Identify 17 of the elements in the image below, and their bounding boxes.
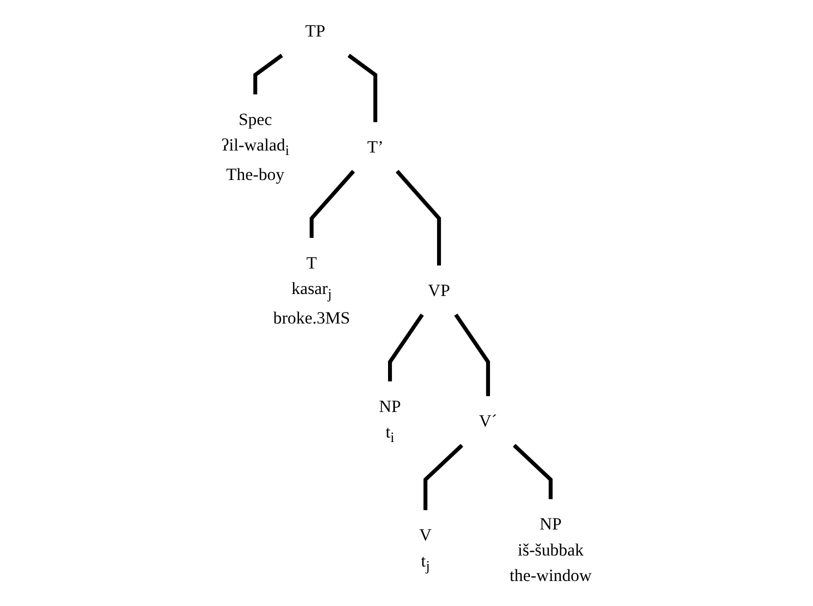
node-text: NP iš-šubbak the-window <box>510 514 592 585</box>
connector <box>454 314 490 396</box>
node-text: T’ <box>367 136 384 156</box>
node-text: TP <box>305 21 326 41</box>
node-text: NP t$_{i}$ <box>379 396 401 445</box>
node-text: V´ <box>478 410 498 430</box>
node-text: Spec ʔil-walad$_{i}$ The-boy <box>221 109 290 184</box>
connector <box>396 170 441 266</box>
connector <box>348 54 378 122</box>
node-text: T kasar$_{j}$ broke.3MS <box>273 252 350 328</box>
connector <box>253 54 284 94</box>
node-text: VP <box>428 280 450 300</box>
connector <box>512 444 553 500</box>
connector <box>310 170 355 238</box>
connector <box>388 314 424 382</box>
connector <box>423 444 464 510</box>
node-text: V t$_{j}$ <box>419 524 432 574</box>
